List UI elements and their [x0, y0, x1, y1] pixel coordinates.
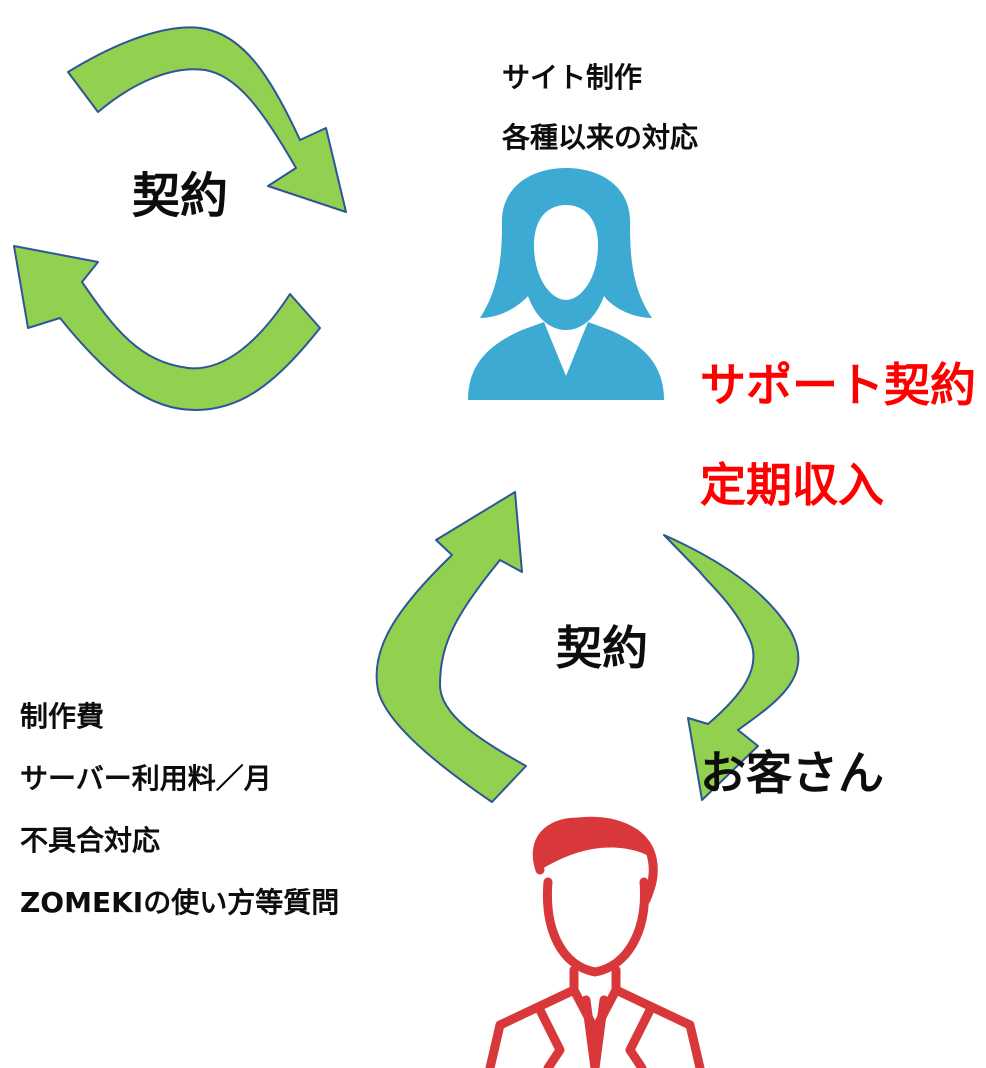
- service-item-site-production: サイト制作: [502, 61, 643, 94]
- businessman-icon: [485, 816, 705, 1068]
- businessman-hair: [537, 821, 652, 870]
- customer-item-server-fee: サーバー利用料／月: [20, 762, 272, 795]
- upper-cycle-arrow-left: [13, 245, 321, 411]
- top-contract-label: 契約: [132, 168, 229, 224]
- lower-cycle-arrow-down: [663, 534, 800, 801]
- customer-item-zomeki-questions: ZOMEKIの使い方等質問: [20, 886, 340, 919]
- customer-label: お客さん: [700, 746, 884, 800]
- support-contract-label: サポート契約: [700, 358, 976, 412]
- service-item-various-requests: 各種以来の対応: [502, 121, 699, 154]
- lower-cycle-arrow-up: [375, 491, 527, 803]
- upper-cycle-arrow-right: [67, 26, 347, 213]
- customer-item-production-fee: 制作費: [20, 700, 105, 733]
- businesswoman-face-detail: [534, 205, 598, 368]
- customer-item-bug-support: 不具合対応: [20, 824, 161, 857]
- bottom-contract-label: 契約: [556, 621, 648, 675]
- recurring-income-label: 定期収入: [700, 458, 884, 512]
